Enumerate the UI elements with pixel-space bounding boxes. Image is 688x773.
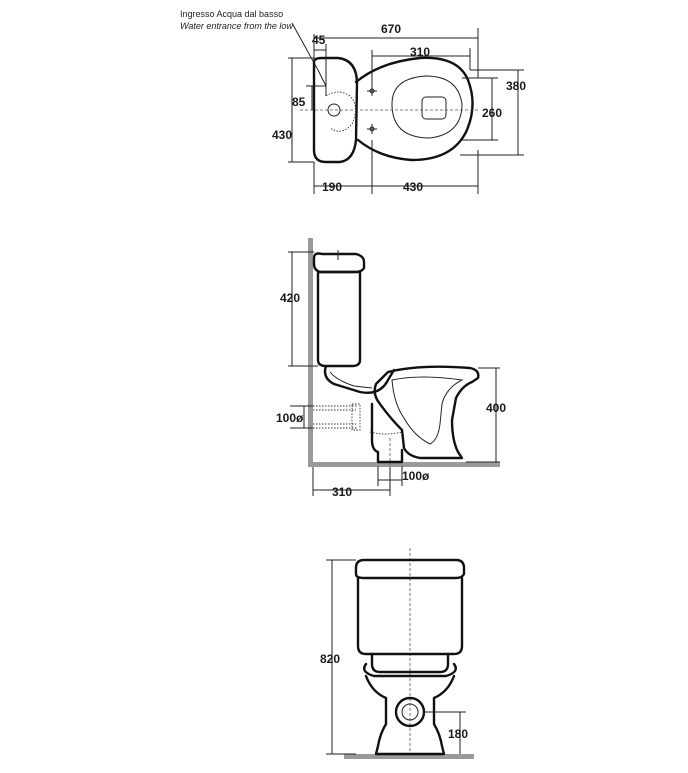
dim-310-side: 310 [332,485,352,499]
dim-190: 190 [322,180,342,194]
note-leader-line [291,22,327,87]
pedestal-hidden-plan [325,91,356,132]
outlet-base-side [370,402,404,464]
floor-hatch-front [344,754,474,759]
dim-430-vertical: 430 [272,128,292,142]
dim-670: 670 [381,22,401,36]
inlet-note-english: Water entrance from the low [180,21,293,31]
dim-45: 45 [312,33,326,47]
tank-front [356,576,464,656]
pedestal-front [364,674,456,756]
dim-260: 260 [482,106,502,120]
flush-button-plan [421,96,447,120]
front-view: 820 180 [320,548,474,759]
wall-hatch [308,238,313,466]
dim-310-top: 310 [410,45,430,59]
outlet-ring-front [394,696,426,728]
dim-820: 820 [320,652,340,666]
inlet-circle-plan [327,103,341,117]
seat-opening-plan [391,75,463,139]
bowl-inner-side [391,376,464,445]
top-view: Ingresso Acqua dal basso Water entrance … [180,9,526,194]
bowl-side [373,365,480,460]
dim-430-bottom: 430 [403,180,423,194]
dim-100-outlet: 100ø [402,469,430,483]
tank-lid-front [354,558,466,580]
dim-380: 380 [506,79,526,93]
inlet-pipe-hidden-side [313,403,361,431]
tank-outline-plan [312,56,359,164]
dim-180: 180 [448,727,468,741]
bowl-outline-plan [354,56,474,162]
dim-400: 400 [486,401,506,415]
outlet-hole-front [401,703,419,721]
dim-420: 420 [280,291,300,305]
flush-connector-side [323,364,396,394]
tank-side [316,270,362,368]
dim-85: 85 [292,95,306,109]
connector-front [370,652,450,674]
tank-lid-side [312,252,366,274]
inlet-note-italian: Ingresso Acqua dal basso [180,9,283,19]
bowl-rim-front [363,662,457,678]
floor-hatch [308,462,500,467]
dim-100-inlet: 100ø [276,411,304,425]
side-view: 420 100ø 400 310 100ø [276,238,506,499]
outlet-hidden-side [369,431,403,435]
